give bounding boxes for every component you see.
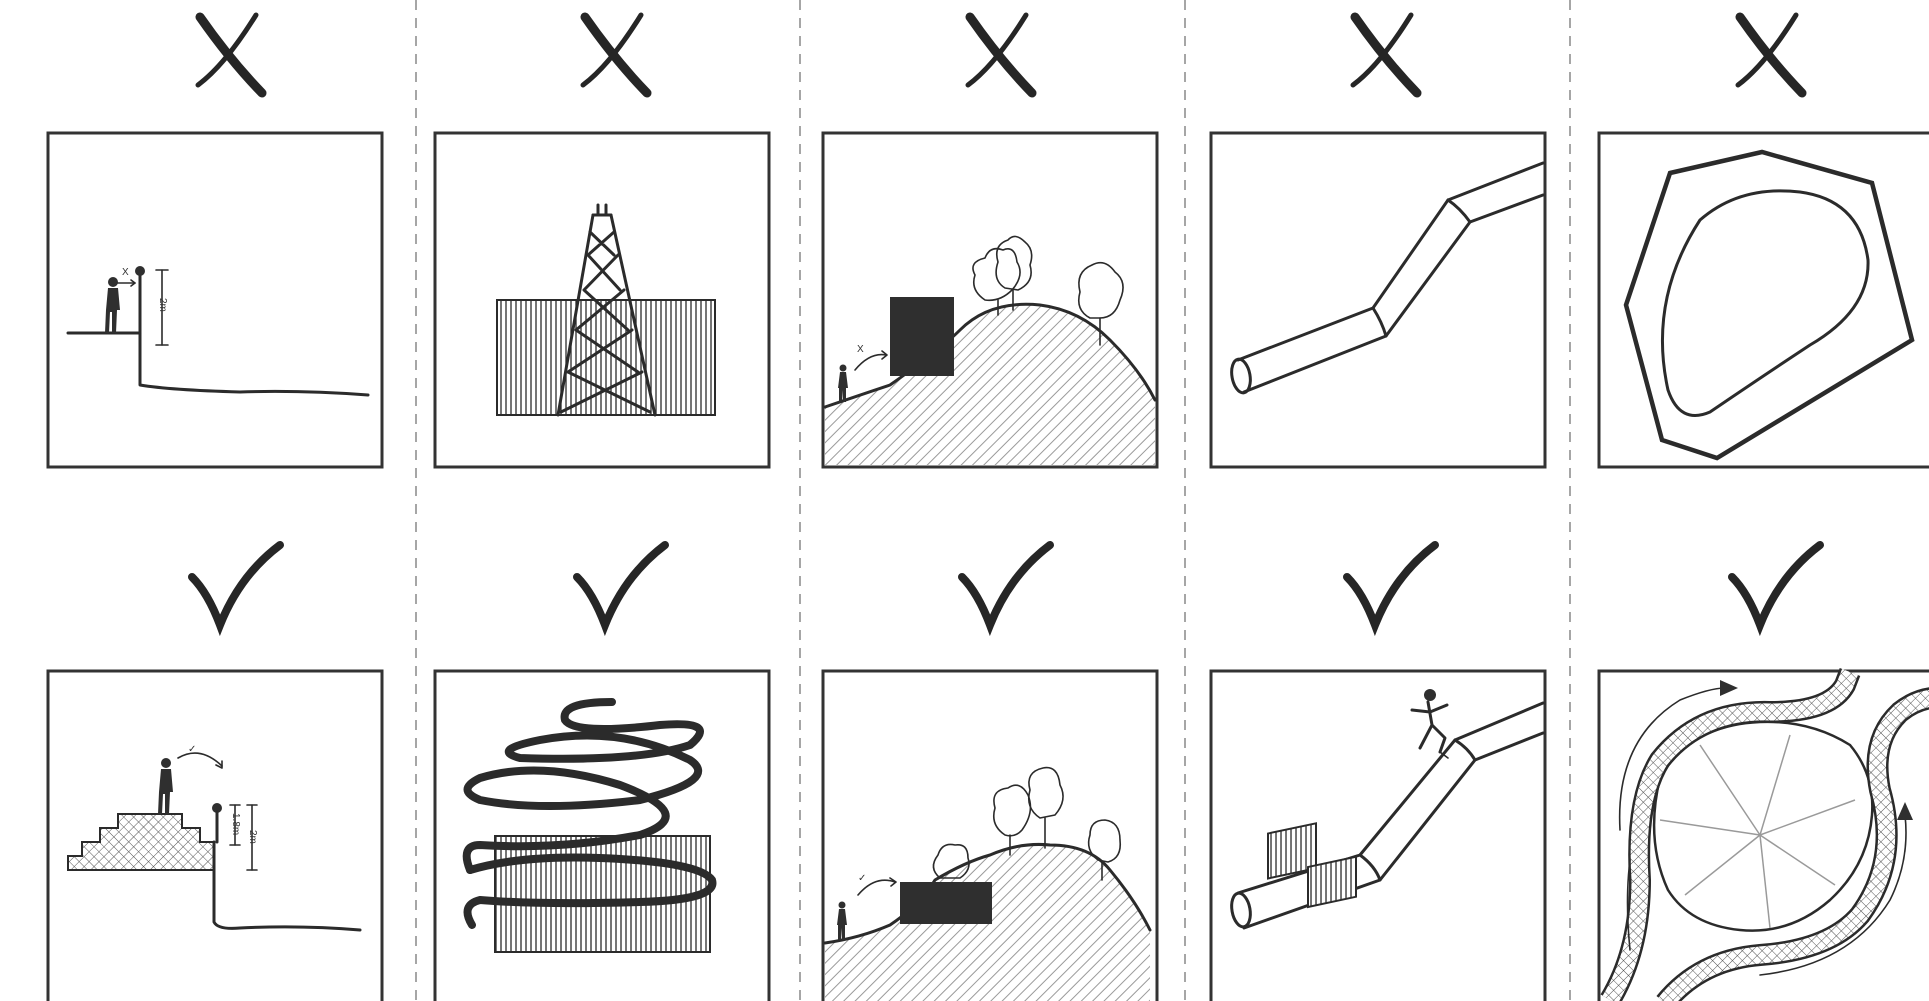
panel-wall-wrong: X 2m [48, 133, 382, 467]
wrong-label: X [857, 344, 864, 355]
cross-mark-icon [583, 15, 647, 93]
panel-coil-right [435, 671, 769, 1001]
building-block [900, 882, 992, 924]
panel-ring-wrong [1599, 133, 1929, 467]
height-label: 2m [157, 298, 168, 312]
cross-mark-icon [968, 15, 1032, 93]
check-mark-icon [192, 545, 280, 625]
height-label-outer: 2m [247, 830, 258, 844]
check-mark-icon [1347, 545, 1435, 625]
check-mark-icon [1732, 545, 1820, 625]
building-block [890, 297, 954, 376]
panel-tower-wrong [435, 133, 769, 467]
height-label-inner: 1.8m [230, 813, 241, 835]
panel-ring-right [1599, 671, 1929, 1001]
right-label: ✓ [858, 873, 866, 884]
panel-pipe-right [1211, 671, 1545, 1001]
cross-mark-icon [198, 15, 262, 93]
panel-hill-wrong: X [823, 133, 1157, 467]
cross-mark-icon [1353, 15, 1417, 93]
panel-pipe-wrong [1211, 133, 1545, 467]
check-mark-icon [962, 545, 1050, 625]
wrong-label: X [122, 267, 129, 278]
check-mark-icon [577, 545, 665, 625]
panel-wall-right: ✓ 1.8m 2m [48, 671, 382, 1001]
right-label: ✓ [188, 744, 196, 755]
cross-mark-icon [1738, 15, 1802, 93]
panel-hill-right: ✓ [823, 671, 1157, 1001]
